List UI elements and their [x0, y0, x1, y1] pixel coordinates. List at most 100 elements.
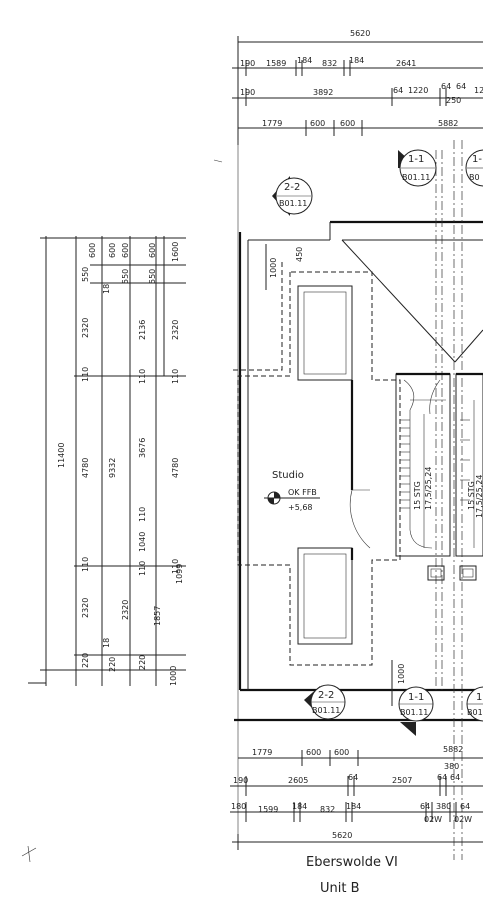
vdim-col4-7: 1040 [138, 532, 147, 552]
bottom-row3-dim-1: 180 [231, 802, 246, 811]
top-row2-dim-7: 12 [474, 86, 483, 95]
caption-line-2: Unit B [320, 881, 360, 896]
section-2-sheet: B01.11 [402, 173, 430, 182]
vdim-col4-9: 2320 [121, 600, 130, 620]
top-row3-dim-3: 600 [340, 119, 355, 128]
top-row2-small: 250 [446, 96, 461, 105]
bottom-row2-dim-3: 64 [348, 773, 358, 782]
vdim-col2-1: 600 [88, 243, 97, 258]
top-row2-dim-2: 3892 [313, 88, 333, 97]
bottom-row3-dim-5: 184 [346, 802, 361, 811]
top-row1-dim-6: 2641 [396, 59, 416, 68]
section-3-sheet: B0 [469, 173, 480, 182]
bottom-row2-dim-2: 2605 [288, 776, 308, 785]
vdim-col2-3: 2320 [81, 318, 90, 338]
section-5-number: 1-1 [408, 692, 424, 703]
section-marker-2: 1-1 B01.11 [398, 149, 437, 187]
section-1-number: 2-2 [284, 182, 300, 193]
top-row1-dim-5: 184 [349, 56, 364, 65]
top-row3-dim-2: 600 [310, 119, 325, 128]
bottom-row3-dim-7: 380 [436, 802, 451, 811]
bottom-row2-dim-6: 64 [450, 773, 460, 782]
bottom-row3-dim-2: 1599 [258, 805, 278, 814]
bottom-row1-dim-1: 1779 [252, 748, 272, 757]
inner-dim-3: 1000 [397, 664, 406, 684]
bottom-row3-dim-8: 64 [460, 802, 470, 811]
bottom-total-dim: 5620 [332, 831, 352, 840]
vdim-col2-2: 550 [81, 267, 90, 282]
section-5-sheet: B01.11 [400, 708, 428, 717]
section-marker-1: 2-2 B01.11 [272, 176, 313, 216]
vdim-col1-total: 11400 [57, 443, 66, 468]
section-6-sheet: B01 [467, 708, 483, 717]
top-row1-dim-2: 1589 [266, 59, 286, 68]
vdim-col3-1: 600 [108, 243, 117, 258]
stair-block: 15 STG 17,5/25,24 15 STG 17,5/25,24 [395, 372, 483, 581]
room-label: Studio OK FFB +5,68 [264, 470, 320, 512]
bottom-row1-small: 380 [444, 762, 459, 771]
bottom-row3-dim-3: 184 [292, 802, 307, 811]
drawing-caption: Eberswolde VI Unit B [306, 855, 398, 896]
top-row2-dim-4: 1220 [408, 86, 428, 95]
section-marker-5: 1-1 B01.11 [398, 686, 434, 736]
vdim-col4-11: 220 [138, 655, 147, 670]
vdim-col5-1: 600 [148, 243, 157, 258]
top-row2-dim-1: 190 [240, 88, 255, 97]
vdim-col6-1: 1600 [171, 242, 180, 262]
vdim-col3-4: 18 [102, 638, 111, 648]
vdim-col2-8: 220 [81, 653, 90, 668]
vdim-col4-6: 110 [138, 507, 147, 522]
vdim-col4-5: 3676 [138, 438, 147, 458]
vdim-col3-5: 220 [108, 657, 117, 672]
top-row2-dim-3: 64 [393, 86, 403, 95]
vdim-col2-5: 4780 [81, 458, 90, 478]
top-row2-dim-6: 64 [456, 82, 466, 91]
vdim-col2-6: 110 [81, 557, 90, 572]
inner-dim-1: 1000 [269, 258, 278, 278]
top-dimension-chains: 5620 190 1589 184 832 184 2641 190 3892 … [232, 29, 483, 145]
section-2-number: 1-1 [408, 154, 424, 165]
top-row3-dim-1: 1779 [262, 119, 282, 128]
top-row1-dim-3: 184 [297, 56, 312, 65]
vdim-col3-2: 18 [102, 284, 111, 294]
bottom-dimension-chains: 1779 600 600 5882 380 190 2605 64 2507 6… [230, 745, 483, 850]
bottom-row1-dim-4: 5882 [443, 745, 463, 754]
vdim-col5-2: 550 [148, 269, 157, 284]
bottom-row2-dim-4: 2507 [392, 776, 412, 785]
section-4-sheet: B01.11 [312, 706, 340, 715]
stair-label-3: 15 STG [467, 481, 476, 510]
top-row1-dim-4: 832 [322, 59, 337, 68]
room-name: Studio [272, 470, 304, 481]
top-row3-dim-4: 5882 [438, 119, 458, 128]
section-3-number: 1-1 [472, 154, 483, 165]
scan-marks [21, 159, 223, 863]
stair-label-4: 17,5/25,24 [475, 475, 483, 518]
bottom-row2-dim-1: 190 [233, 776, 248, 785]
bottom-row3-dim-6: 64 [420, 802, 430, 811]
wall-left-partition [349, 380, 371, 560]
vdim-col5-6: 110 [171, 559, 180, 574]
vdim-col3-3: 9332 [108, 458, 117, 478]
bottom-row3-dim-4: 832 [320, 805, 335, 814]
inner-dim-2: 450 [295, 247, 304, 262]
vdim-col4-4: 110 [138, 369, 147, 384]
section-marker-4: 2-2 B01.11 [304, 684, 346, 720]
vdim-col2-4: 110 [81, 367, 90, 382]
top-row2-dim-5: 64 [441, 82, 451, 91]
vdim-col4-8: 110 [138, 561, 147, 576]
section-marker-6: 1 B01 [466, 686, 483, 722]
section-marker-3: 1-1 B0 [465, 149, 483, 187]
dormer-outline [232, 262, 401, 666]
vdim-col5-4: 110 [171, 369, 180, 384]
left-dimension-chains: 11400 600 550 2320 110 4780 110 2320 220… [28, 236, 186, 686]
level-height: +5,68 [288, 503, 313, 512]
bottom-row3-small-2: 02W [454, 815, 472, 824]
vdim-col5-7: 1099 [175, 564, 184, 584]
inner-dimension: 1000 450 1000 [265, 244, 406, 706]
vdim-col4-2: 550 [121, 269, 130, 284]
top-total-dim: 5620 [350, 29, 370, 38]
stair-label-2: 17,5/25,24 [424, 467, 433, 510]
stair-label-1: 15 STG [413, 481, 422, 510]
top-row1-dim-1: 190 [240, 59, 255, 68]
